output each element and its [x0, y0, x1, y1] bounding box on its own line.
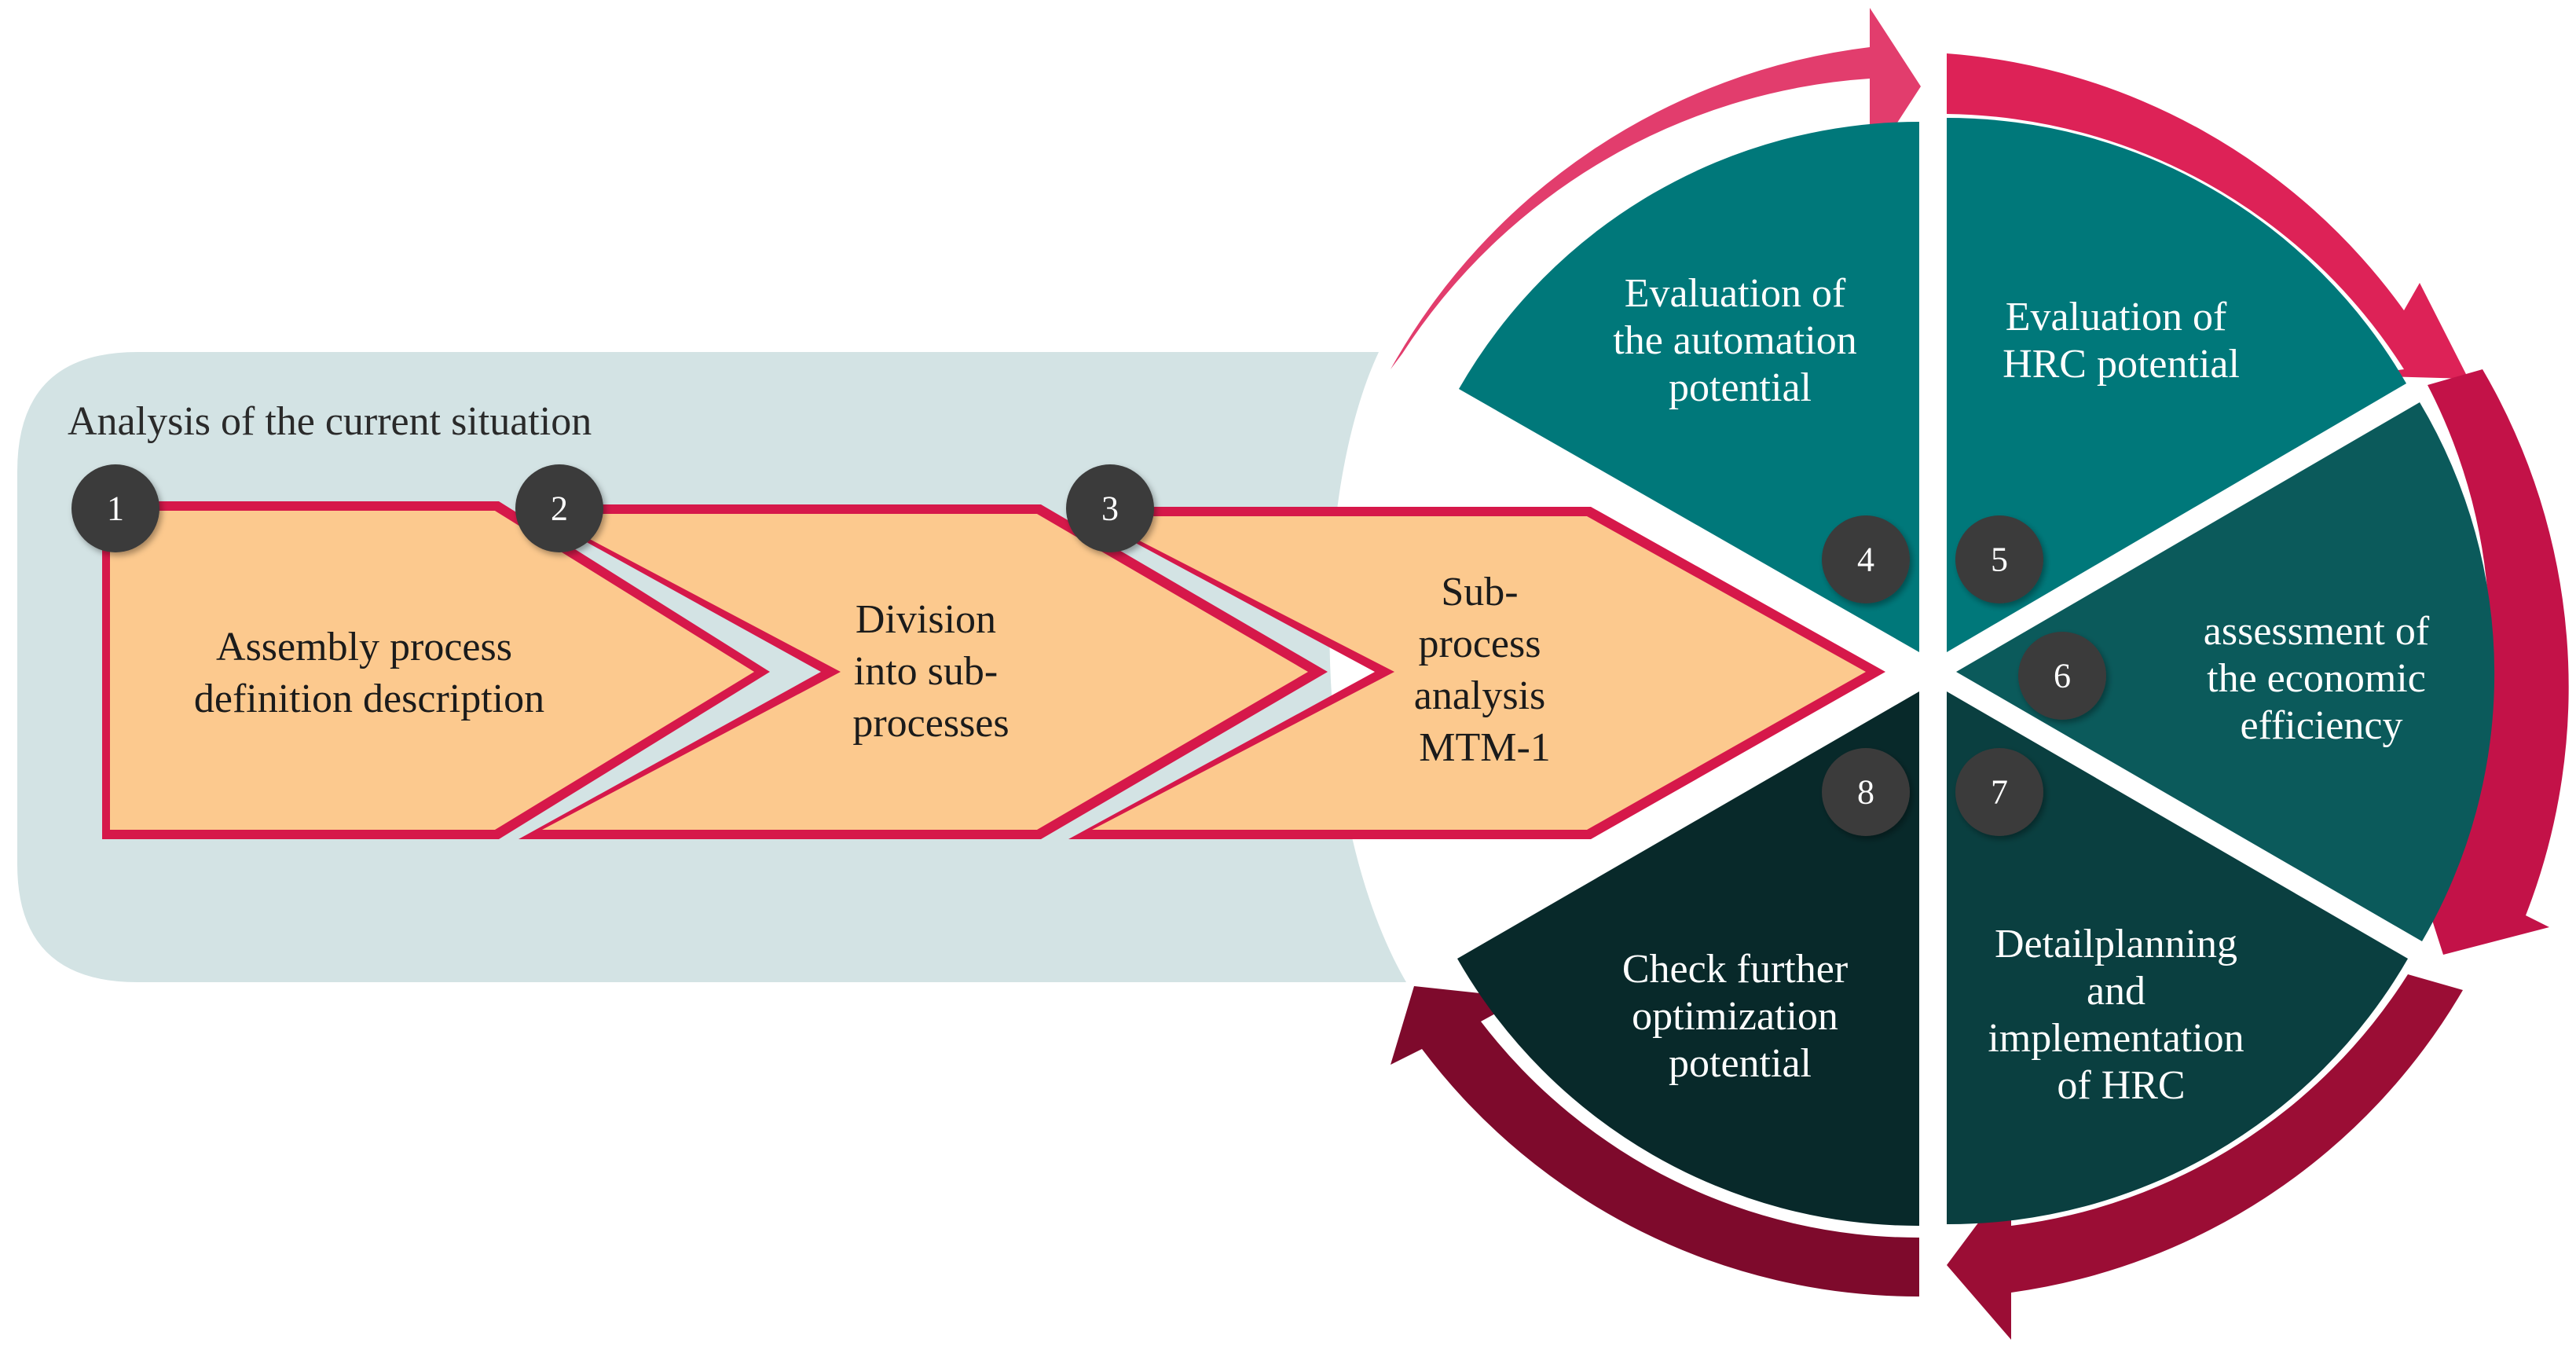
segment-8-badge: 8	[1822, 748, 1910, 836]
cycle-segments	[1457, 117, 2495, 1227]
svg-text:7: 7	[1991, 773, 2008, 812]
svg-text:8: 8	[1857, 773, 1874, 812]
step-1-label: Assembly process definition description	[194, 625, 544, 721]
step-2-label: Division into sub- processes	[852, 597, 1009, 746]
svg-text:3: 3	[1101, 490, 1119, 528]
segment-6	[1956, 402, 2495, 941]
step-3-label: Sub- process analysis MTM-1	[1414, 570, 1556, 770]
segment-8	[1457, 691, 1919, 1227]
segment-4	[1459, 122, 1919, 652]
svg-text:4: 4	[1857, 541, 1874, 579]
analysis-panel-title: Analysis of the current situation	[68, 399, 592, 444]
process-steps	[102, 501, 1885, 839]
segment-5-badge: 5	[1955, 515, 2043, 603]
segment-4-badge: 4	[1822, 515, 1910, 603]
segment-8-label: Check further optimization potential	[1622, 947, 1858, 1086]
segment-6-badge: 6	[2018, 632, 2106, 720]
segment-5-label: Evaluation of HRC potential	[2003, 295, 2240, 387]
svg-text:2: 2	[551, 490, 568, 528]
svg-text:1: 1	[107, 490, 124, 528]
cycle-arrow-2	[1947, 53, 2468, 379]
segment-5	[1947, 117, 2406, 652]
cycle-arrow-5	[1391, 986, 1919, 1297]
step-3-badge: 3	[1066, 464, 1154, 552]
segment-7-label: Detailplanning and implementation of HRC	[1988, 922, 2254, 1108]
step-2-badge: 2	[515, 464, 603, 552]
segment-7-badge: 7	[1955, 748, 2043, 836]
step-1-badge: 1	[71, 464, 159, 552]
segment-6-label: assessment of the economic efficiency	[2204, 609, 2439, 748]
segment-4-label: Evaluation of the automation potential	[1613, 271, 1867, 410]
svg-text:5: 5	[1991, 541, 2008, 579]
segment-7	[1947, 691, 2408, 1225]
step-3-chevron	[1068, 507, 1885, 839]
step-2-chevron	[518, 504, 1328, 839]
step-1-chevron	[102, 501, 770, 839]
cycle-arrow-4	[1947, 974, 2463, 1340]
svg-text:6: 6	[2054, 657, 2071, 695]
